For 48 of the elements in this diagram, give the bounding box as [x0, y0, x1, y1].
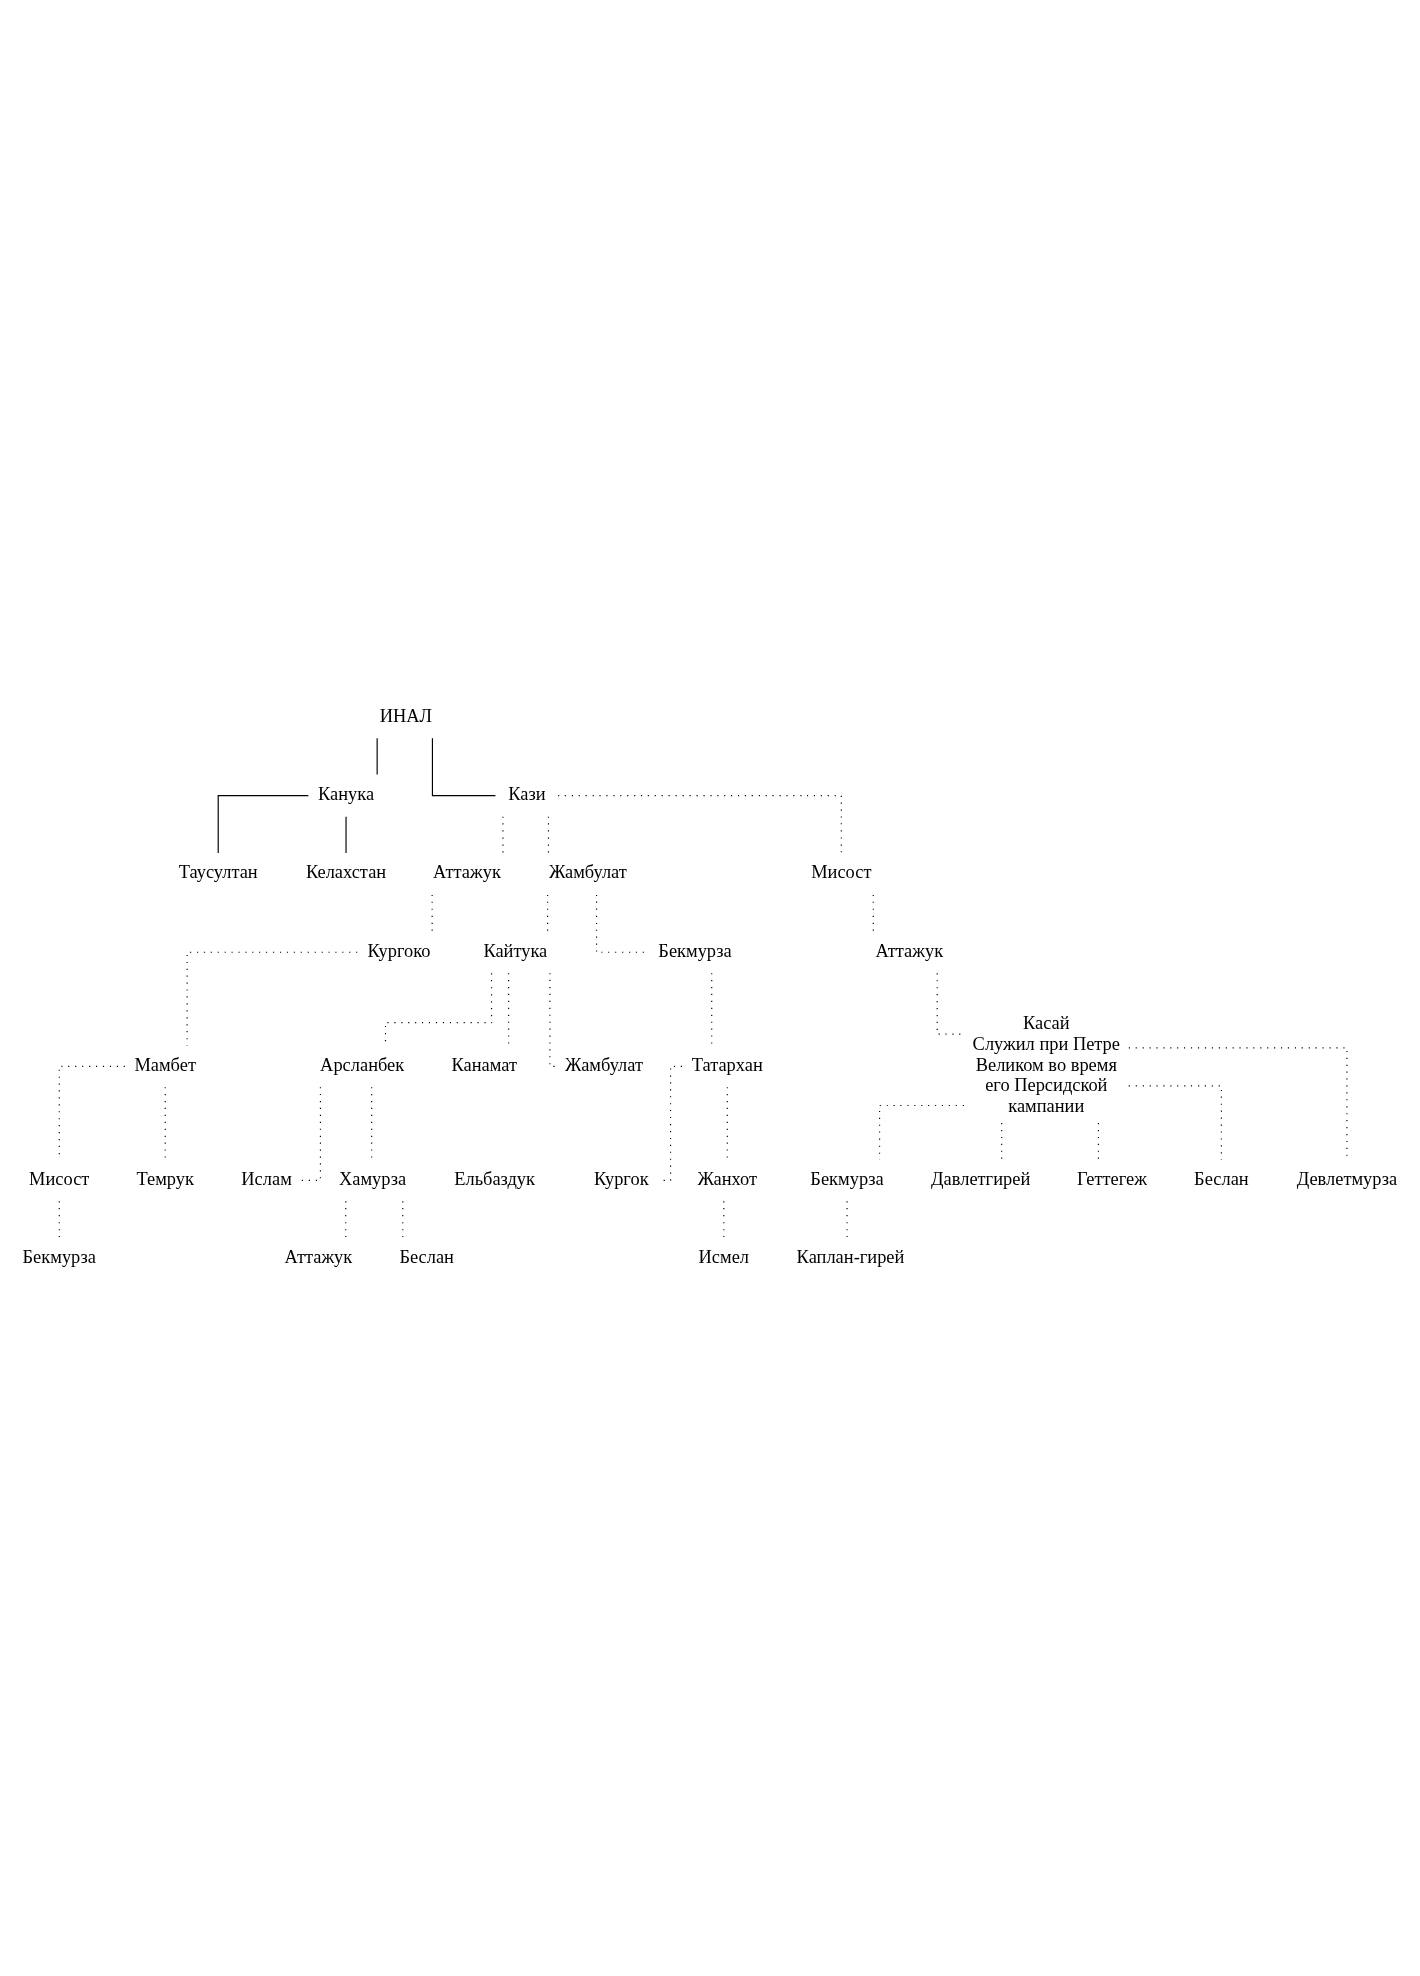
node-text: Кайтука	[483, 940, 548, 961]
node-text: Таусултан	[178, 862, 258, 883]
connector	[371, 1086, 373, 1161]
node-text: Ислам	[241, 1168, 292, 1189]
node-text: Бекмурза	[22, 1247, 96, 1268]
node-text: Темрук	[136, 1168, 194, 1189]
connector	[726, 1086, 728, 1161]
node-text: Исмел	[698, 1247, 750, 1268]
node-text: Аттажук	[433, 862, 501, 883]
node-text: Мисост	[29, 1168, 90, 1189]
node-text: Геттегеж	[1077, 1168, 1147, 1189]
node-text: Кази	[508, 784, 546, 805]
node-text: Мисост	[811, 862, 872, 883]
node-text: Бекмурза	[810, 1168, 884, 1189]
connector	[431, 737, 496, 797]
node-text: Хамурза	[338, 1168, 407, 1189]
node-text: Аттажук	[875, 940, 944, 961]
node-text: Девлетмурза	[1296, 1168, 1398, 1189]
connector	[549, 972, 556, 1067]
node-text: Ельбаздук	[454, 1168, 536, 1189]
node-text: Татархан	[691, 1054, 763, 1075]
connector	[402, 1200, 404, 1239]
connector	[58, 1200, 60, 1239]
node-text: Жамбулат	[565, 1054, 643, 1075]
node-text: Каплан-гирей	[796, 1247, 905, 1268]
node-text: Касай Служил при Петре Великом во время его Персидской кампании	[972, 1013, 1121, 1117]
node-text: Жанхот	[697, 1168, 758, 1189]
node-text: Мамбет	[134, 1054, 196, 1075]
node-text: Кургоко	[367, 940, 431, 961]
node-text: Арсланбек	[320, 1054, 405, 1075]
node-text: Аттажук	[284, 1247, 353, 1268]
node-text: Канамат	[451, 1054, 517, 1075]
node-text: Бекмурза	[658, 940, 732, 961]
node-text: ИНАЛ	[379, 705, 433, 726]
connector	[376, 737, 378, 776]
node-text: Канука	[318, 784, 375, 805]
node-text: Беслан	[399, 1247, 454, 1268]
node-text: Кургок	[594, 1168, 649, 1189]
connector	[711, 972, 713, 1047]
connector	[217, 795, 309, 854]
connector	[345, 1200, 347, 1239]
node-text: Жамбулат	[548, 862, 627, 883]
connector	[164, 1086, 166, 1161]
connector	[508, 972, 510, 1047]
node-text: Давлетгирей	[931, 1168, 1031, 1189]
node-text: Келахстан	[305, 862, 387, 883]
connector	[723, 1200, 725, 1239]
node-text: Беслан	[1194, 1168, 1249, 1189]
